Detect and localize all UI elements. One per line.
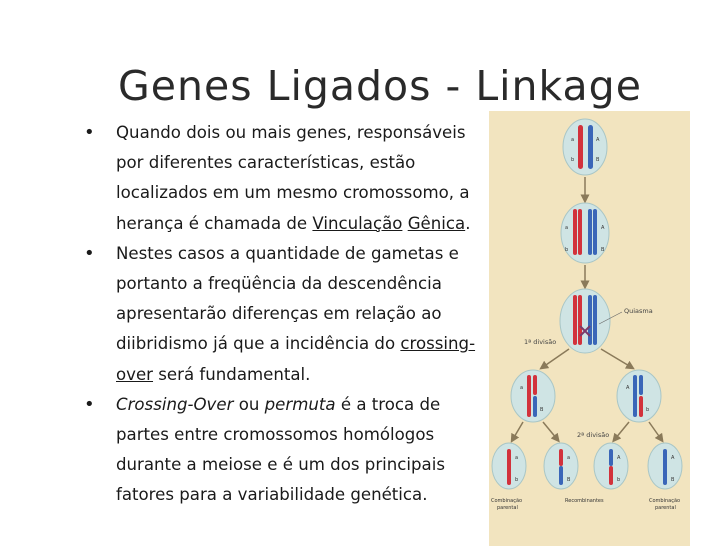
chromatid-red — [578, 295, 582, 345]
bullet-item-1: • Quando dois ou mais genes, responsávei… — [84, 118, 484, 239]
gene-label: A — [596, 137, 600, 143]
bullet-item-2: • Nestes casos a quantidade de gametas e… — [84, 239, 484, 390]
arrow — [542, 421, 560, 443]
chromatid-blue — [588, 209, 592, 255]
bullet-3-mid: ou — [233, 394, 265, 414]
link-genica[interactable]: Gênica — [407, 213, 466, 233]
cell-2 — [560, 202, 610, 264]
bullet-1-end: . — [465, 213, 471, 233]
label-parental-right-2: parental — [655, 505, 676, 511]
chromatid-red — [573, 295, 577, 345]
pointer-line — [598, 311, 623, 325]
arrow — [600, 348, 635, 370]
slide-title: Genes Ligados - Linkage — [118, 62, 642, 110]
link-vinculacao[interactable]: Vinculação — [312, 213, 403, 233]
bullet-item-3: • Crossing-Over ou permuta é a troca de … — [84, 390, 484, 511]
gene-label: B — [601, 247, 605, 253]
label-parental-left-1: Combinação — [491, 498, 522, 504]
chiasma-cross — [579, 325, 591, 337]
gene-label: B — [596, 157, 600, 163]
crossing-over-figure: a A b B a A b B Quiasma 1ª div — [489, 111, 690, 546]
label-second-division: 2ª divisão — [577, 431, 609, 439]
arrow — [510, 421, 524, 443]
gene-label: A — [601, 225, 605, 231]
bullet-2-end: será fundamental. — [153, 364, 311, 384]
chromosome-red — [559, 449, 563, 466]
chromatid-blue — [639, 375, 643, 395]
cell-5 — [616, 369, 662, 423]
gene-label: a — [565, 225, 568, 231]
link-crossing-over[interactable]: crossing-over — [116, 334, 476, 384]
gene-label: b — [646, 407, 649, 413]
chromatid-red — [578, 209, 582, 255]
arrow — [612, 421, 630, 443]
chromatid-red — [533, 375, 537, 395]
gene-label: A — [671, 455, 675, 461]
chromosome-red — [578, 125, 583, 169]
cell-1 — [562, 118, 608, 176]
gene-label: B — [567, 477, 571, 483]
chromosome-red — [609, 466, 613, 485]
gene-label: B — [671, 477, 675, 483]
gene-label: b — [571, 157, 574, 163]
gene-label: a — [571, 137, 574, 143]
gene-label: A — [617, 455, 621, 461]
gene-label: a — [520, 385, 523, 391]
gene-label: b — [515, 477, 518, 483]
gene-label: B — [540, 407, 544, 413]
term-crossing-over: Crossing-Over — [116, 394, 234, 414]
chromosome-blue — [559, 466, 563, 485]
chromatid-blue — [533, 396, 537, 417]
chromatid-red — [573, 209, 577, 255]
label-first-division: 1ª divisão — [524, 338, 556, 346]
chromatid-blue — [588, 295, 592, 345]
arrow — [648, 421, 664, 443]
chromatid-blue — [633, 375, 637, 417]
bullet-dot: • — [84, 122, 95, 143]
gene-label: b — [617, 477, 620, 483]
arrow — [539, 348, 570, 370]
cell-3 — [559, 288, 611, 354]
bullet-dot: • — [84, 242, 95, 264]
chromatid-blue — [593, 295, 597, 345]
bullet-list: • Quando dois ou mais genes, responsávei… — [84, 118, 484, 511]
bullet-3-text: é a troca de partes entre cromossomos ho… — [116, 394, 445, 505]
meiosis-diagram: a A b B a A b B Quiasma 1ª div — [491, 118, 683, 511]
label-parental-left-2: parental — [497, 505, 518, 511]
gene-label: b — [565, 247, 568, 253]
label-quiasma: Quiasma — [624, 307, 653, 315]
chromatid-red — [527, 375, 531, 417]
chromosome-blue — [609, 449, 613, 466]
chromatid-red — [639, 396, 643, 417]
bullet-1-text: Quando dois ou mais genes, responsáveis … — [116, 123, 470, 233]
chromosome-red — [507, 449, 511, 485]
gene-label: A — [626, 385, 630, 391]
cell-4 — [510, 369, 556, 423]
label-recombinantes: Recombinantes — [565, 498, 604, 504]
term-permuta: permuta — [264, 394, 336, 414]
chromosome-blue — [663, 449, 667, 485]
label-parental-right-1: Combinação — [649, 498, 680, 504]
chromatid-blue — [593, 209, 597, 255]
gene-label: a — [567, 455, 570, 461]
gene-label: a — [515, 455, 518, 461]
bullet-dot: • — [84, 393, 95, 415]
chromosome-blue — [588, 125, 593, 169]
bullet-2-text: Nestes casos a quantidade de gametas e p… — [116, 243, 459, 354]
